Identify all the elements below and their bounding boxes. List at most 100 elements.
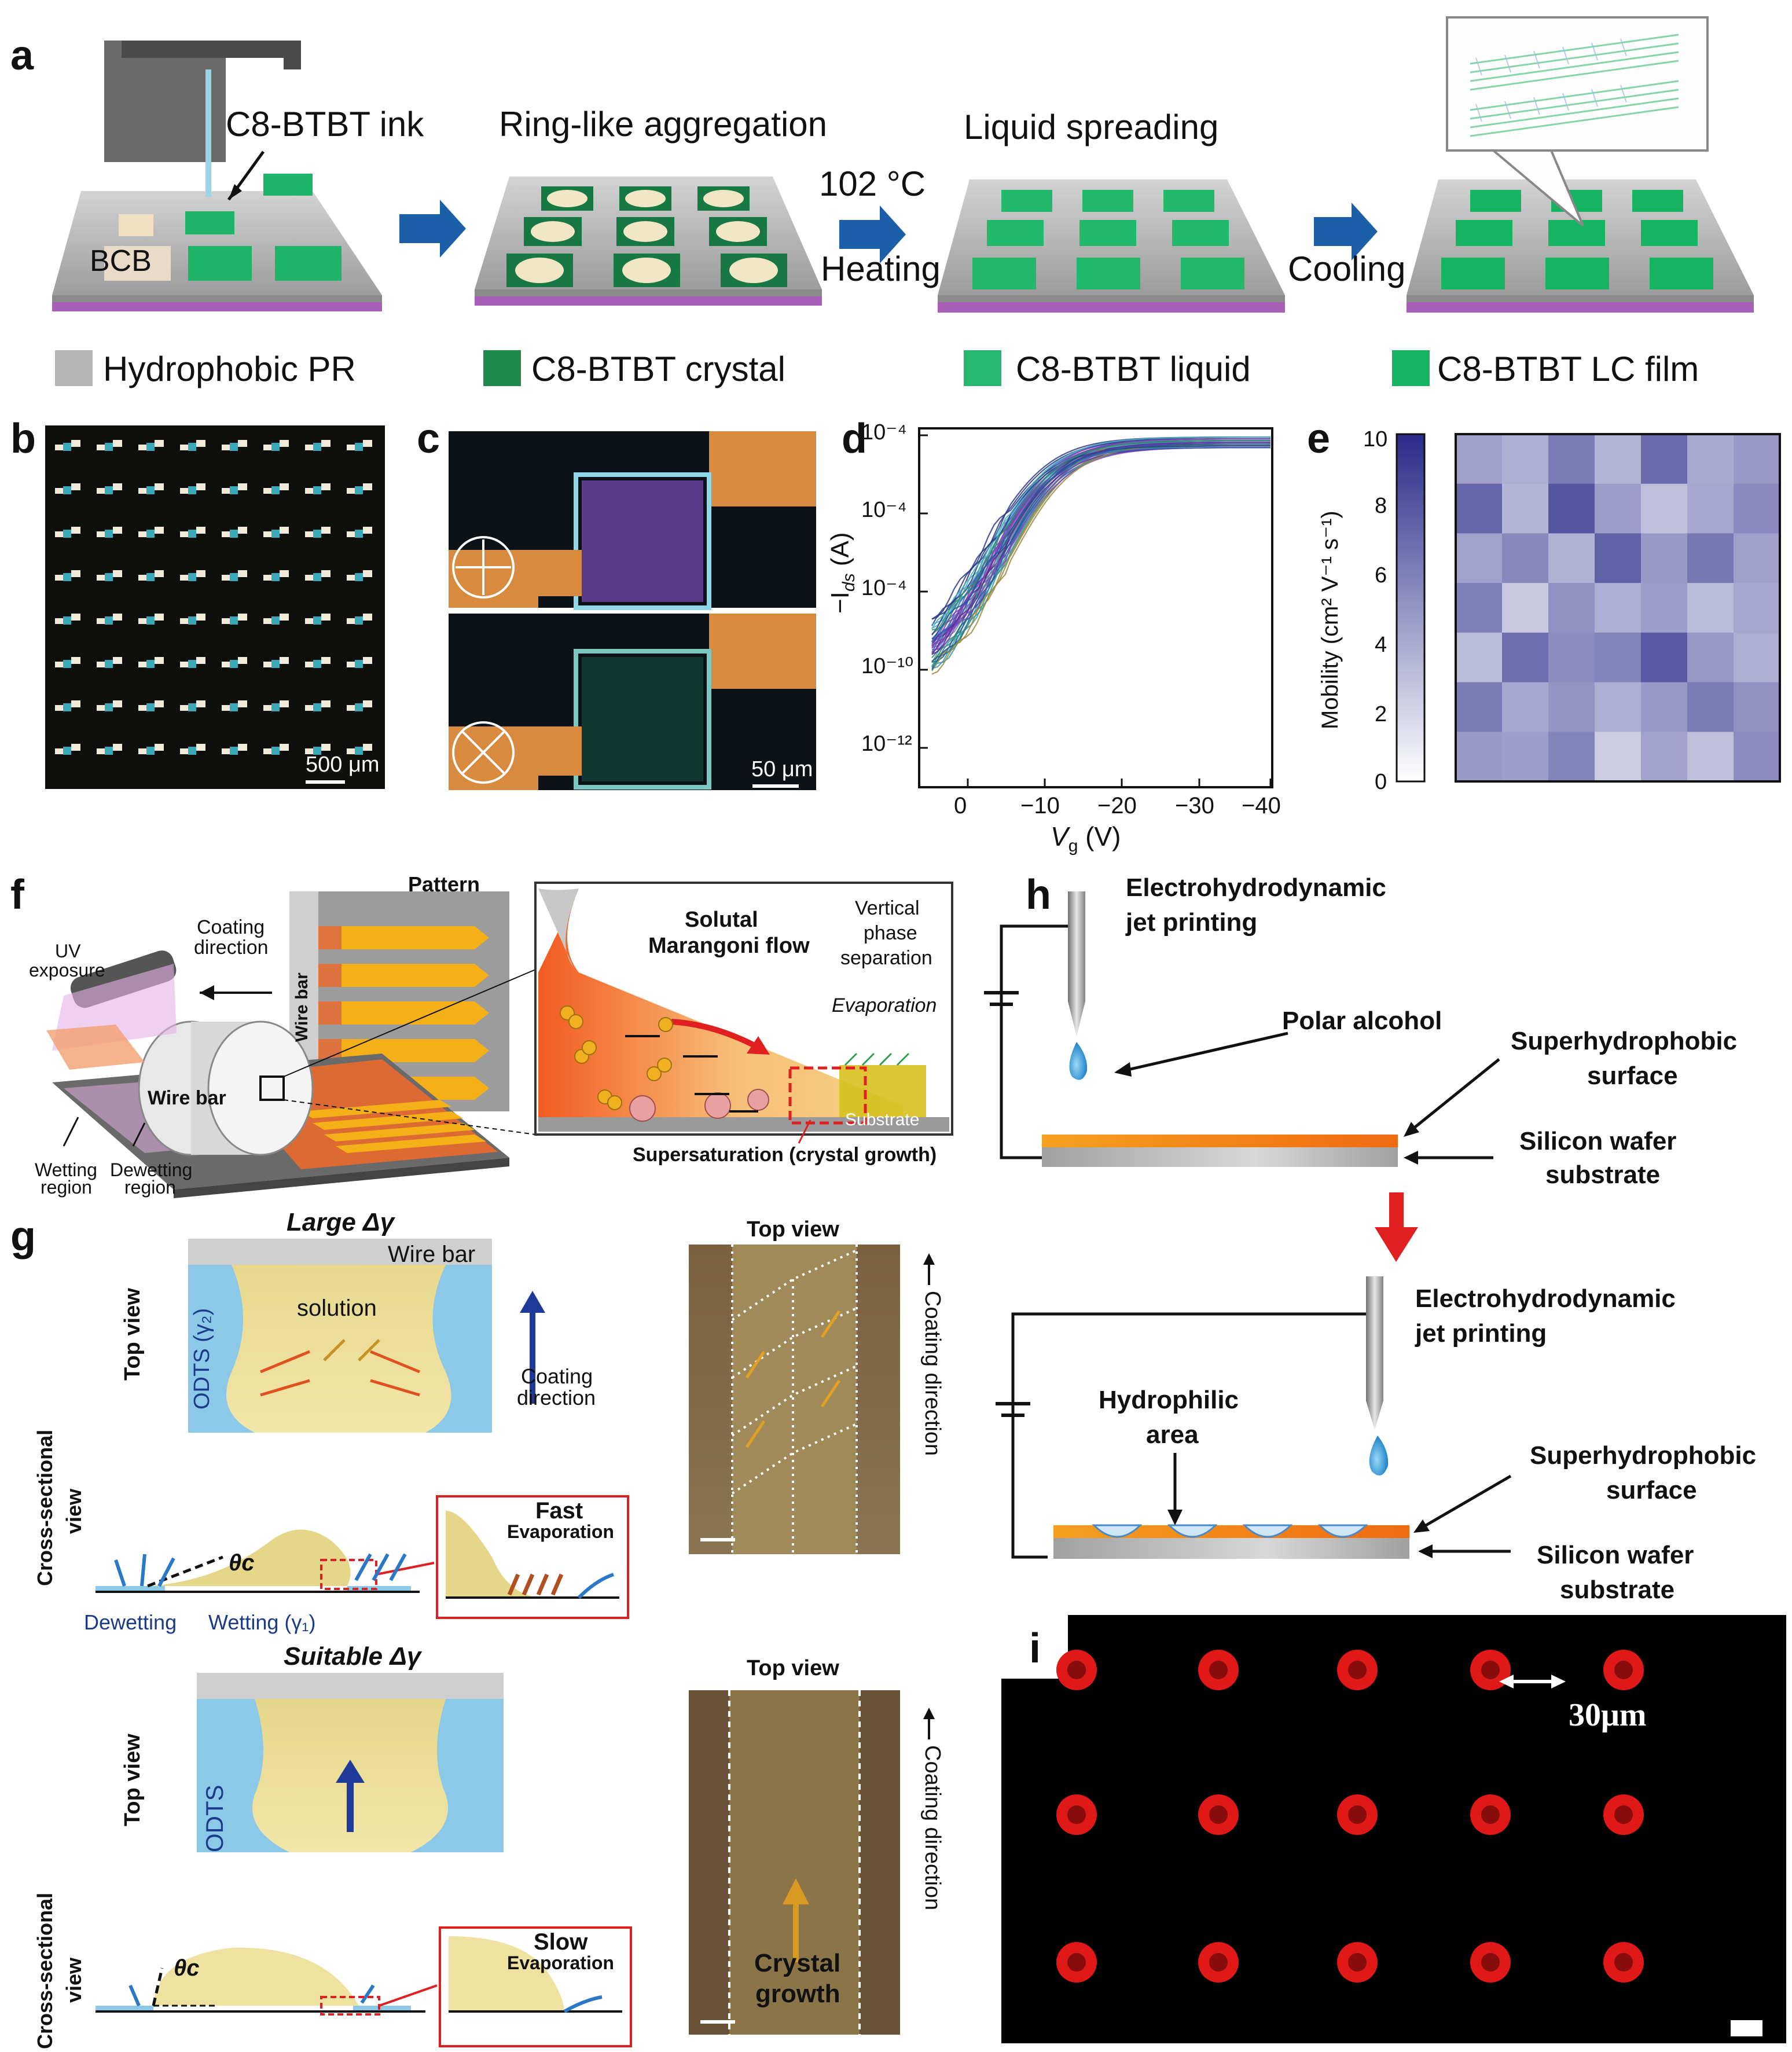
device-channel	[188, 443, 196, 451]
heatmap-cell	[1687, 732, 1734, 782]
wetting-2: region	[41, 1177, 92, 1198]
legend-pr: Hydrophobic PR	[103, 350, 356, 388]
device-pad	[196, 527, 205, 534]
transfer-curve	[931, 440, 1270, 645]
device-pad	[263, 531, 271, 537]
panel-a-schematic	[52, 16, 1754, 386]
device-channel	[271, 703, 280, 711]
device-pad	[305, 531, 313, 537]
chart-d-frame	[918, 427, 1273, 788]
device-pad	[238, 483, 247, 490]
transfer-curve	[931, 443, 1270, 640]
bcb-label: BCB	[90, 244, 152, 278]
topview-image-large: Top view	[747, 1217, 839, 1242]
panel-e: e 10 8 6 4 2 0 Mobility (cm² V⁻¹ s⁻¹)	[1297, 405, 1792, 810]
device-pad	[97, 445, 105, 450]
device-pad	[71, 483, 80, 490]
tick-label: −20	[1097, 793, 1137, 818]
device-pad	[280, 744, 289, 751]
device-pad	[71, 614, 80, 621]
device-channel	[146, 573, 155, 581]
stage3-platform	[938, 179, 1285, 313]
heatmap-cell	[1595, 483, 1642, 534]
wire-bar-vertical: Wire bar	[292, 972, 311, 1042]
device-pad	[321, 440, 331, 447]
silicon-1-b: substrate	[1545, 1161, 1661, 1189]
device-pad	[222, 748, 230, 754]
device-channel	[313, 573, 321, 581]
transfer-curve	[931, 438, 1270, 667]
device-channel	[63, 530, 71, 538]
device-pad	[113, 440, 122, 447]
panel-g: g	[0, 1204, 972, 2052]
device-pad	[71, 527, 80, 534]
heatmap-cell	[1456, 434, 1503, 484]
legend-crystal: C8-BTBT crystal	[531, 350, 785, 388]
device-pad	[180, 662, 188, 667]
device-channel	[313, 703, 321, 711]
device-channel	[188, 616, 196, 625]
device-pad	[180, 575, 188, 581]
panel-label-i: i	[1029, 1625, 1041, 1672]
panel-i: i 30μm	[996, 1615, 1792, 2052]
device-pad	[347, 445, 355, 450]
device-channel	[313, 660, 321, 668]
device-channel	[105, 443, 113, 451]
chart-d	[918, 427, 1273, 788]
heatmap-cells	[1455, 433, 1781, 783]
device-channel	[146, 530, 155, 538]
device-channel	[63, 660, 71, 668]
legend-swatch-liquid	[964, 350, 1001, 386]
superhydro-1-b: surface	[1587, 1062, 1678, 1090]
device-pad	[138, 748, 146, 754]
device-pad	[321, 614, 331, 621]
device-pad	[196, 700, 205, 707]
transfer-curve	[931, 436, 1270, 649]
panel-c: c 50 μm	[405, 405, 833, 799]
device-channel	[105, 530, 113, 538]
wetting-1: Wetting	[35, 1159, 97, 1180]
device-pad	[155, 440, 164, 447]
device-channel	[313, 486, 321, 494]
dewetting-2: region	[124, 1177, 176, 1198]
tick-label: −10	[1020, 793, 1060, 818]
heatmap-cell	[1734, 732, 1780, 782]
device-pad	[155, 483, 164, 490]
device-pad	[180, 748, 188, 754]
vertical-1: Vertical	[855, 897, 920, 919]
device-pad	[155, 657, 164, 664]
device-pad	[321, 483, 331, 490]
transfer-curve	[931, 440, 1270, 647]
legend-film: C8-BTBT LC film	[1437, 350, 1699, 388]
chart-d-ylabel: −Ids (A)	[826, 532, 858, 614]
panel-label-g: g	[10, 1213, 36, 1260]
coating-2: direction	[517, 1386, 596, 1409]
panel-g-schematic	[96, 1239, 935, 2047]
device-pad	[222, 531, 230, 537]
device-pad	[321, 657, 331, 664]
coating-dir-vertical-2: Coating direction	[920, 1745, 945, 1911]
panel-label-d: d	[842, 416, 867, 462]
device-pad	[71, 657, 80, 664]
colorbar-tick: 2	[1375, 702, 1387, 726]
device-pad	[138, 531, 146, 537]
scalebar-b: 500 μm	[306, 752, 380, 777]
device-channel	[271, 660, 280, 668]
device-channel	[63, 486, 71, 494]
heating-label: Heating	[821, 249, 941, 288]
device-pad	[363, 744, 372, 751]
device-channel	[188, 747, 196, 755]
device-pad	[222, 575, 230, 581]
heatmap-cell	[1641, 483, 1688, 534]
heatmap-cell	[1734, 483, 1780, 534]
heatmap-cell	[1641, 583, 1688, 633]
heatmap-cell	[1502, 483, 1549, 534]
tick-label: 10⁻¹²	[861, 732, 912, 756]
tick-label: 10⁻⁴	[861, 498, 907, 522]
device-pad	[71, 744, 80, 751]
device-pad	[196, 614, 205, 621]
device-channel	[105, 660, 113, 668]
device-channel	[230, 616, 238, 625]
device-pad	[280, 440, 289, 447]
device-pad	[321, 570, 331, 577]
